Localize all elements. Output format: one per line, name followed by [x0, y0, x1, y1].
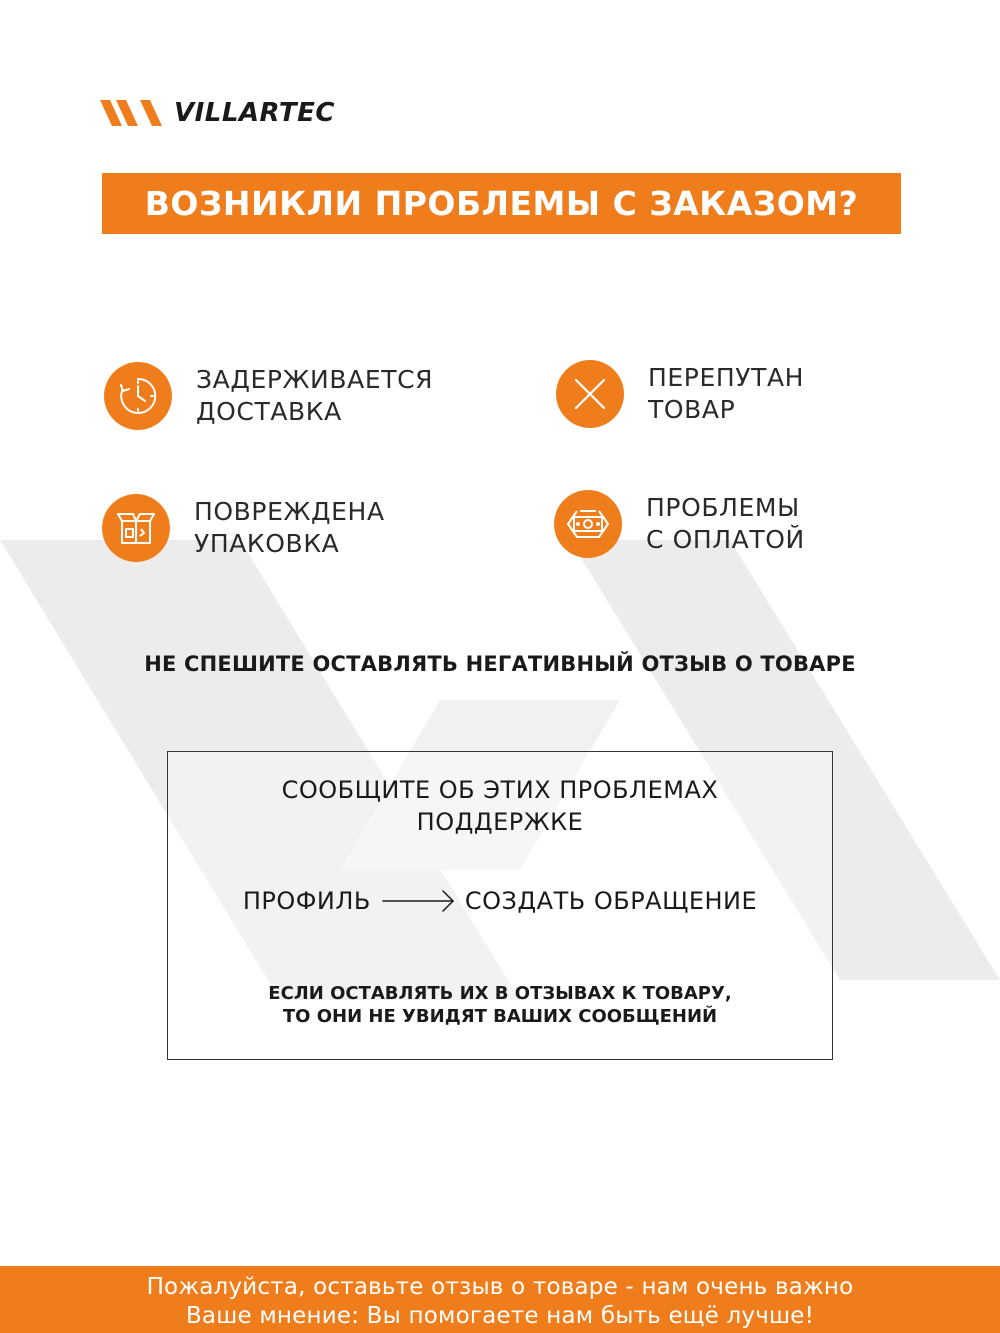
support-path: ПРОФИЛЬ СОЗДАТЬ ОБРАЩЕНИЕ — [168, 886, 832, 916]
problem-delayed-delivery: ЗАДЕРЖИВАЕТСЯ ДОСТАВКА — [104, 362, 433, 430]
damaged-box-icon — [102, 494, 170, 562]
arrow-right-icon — [382, 890, 454, 912]
brand-name: VILLARTEC — [174, 98, 335, 128]
problem-label: ПРОБЛЕМЫ С ОПЛАТОЙ — [646, 493, 805, 554]
support-title: СООБЩИТЕ ОБ ЭТИХ ПРОБЛЕМАХ ПОДДЕРЖКЕ — [281, 776, 719, 836]
support-note: ЕСЛИ ОСТАВЛЯТЬ ИХ В ОТЗЫВАХ К ТОВАРУ, ТО… — [268, 983, 732, 1027]
path-step-profile: ПРОФИЛЬ — [242, 887, 371, 915]
problem-wrong-item: ПЕРЕПУТАН ТОВАР — [556, 360, 804, 428]
cross-icon — [556, 360, 624, 428]
problem-payment: ПРОБЛЕМЫ С ОПЛАТОЙ — [554, 490, 805, 558]
review-warning: НЕ СПЕШИТЕ ОСТАВЛЯТЬ НЕГАТИВНЫЙ ОТЗЫВ О … — [144, 652, 856, 676]
money-icon — [554, 490, 622, 558]
villartec-logo-icon — [100, 100, 162, 126]
problem-label: ЗАДЕРЖИВАЕТСЯ ДОСТАВКА — [196, 365, 434, 426]
footer-banner: Пожалуйста, оставьте отзыв о товаре - на… — [0, 1266, 1000, 1333]
support-instructions: СООБЩИТЕ ОБ ЭТИХ ПРОБЛЕМАХ ПОДДЕРЖКЕ ПРО… — [167, 751, 833, 1060]
page-title: ВОЗНИКЛИ ПРОБЛЕМЫ С ЗАКАЗОМ? — [102, 173, 901, 234]
path-step-create-ticket: СОЗДАТЬ ОБРАЩЕНИЕ — [464, 887, 758, 915]
problem-damaged-package: ПОВРЕЖДЕНА УПАКОВКА — [102, 494, 385, 562]
footer-line-2: Ваше мнение: Вы помогаете нам быть ещё л… — [185, 1303, 815, 1329]
problem-label: ПЕРЕПУТАН ТОВАР — [648, 363, 805, 424]
clock-icon — [104, 362, 172, 430]
footer-line-1: Пожалуйста, оставьте отзыв о товаре - на… — [146, 1274, 854, 1300]
problem-label: ПОВРЕЖДЕНА УПАКОВКА — [194, 497, 385, 558]
brand-logo: VILLARTEC — [100, 96, 335, 130]
